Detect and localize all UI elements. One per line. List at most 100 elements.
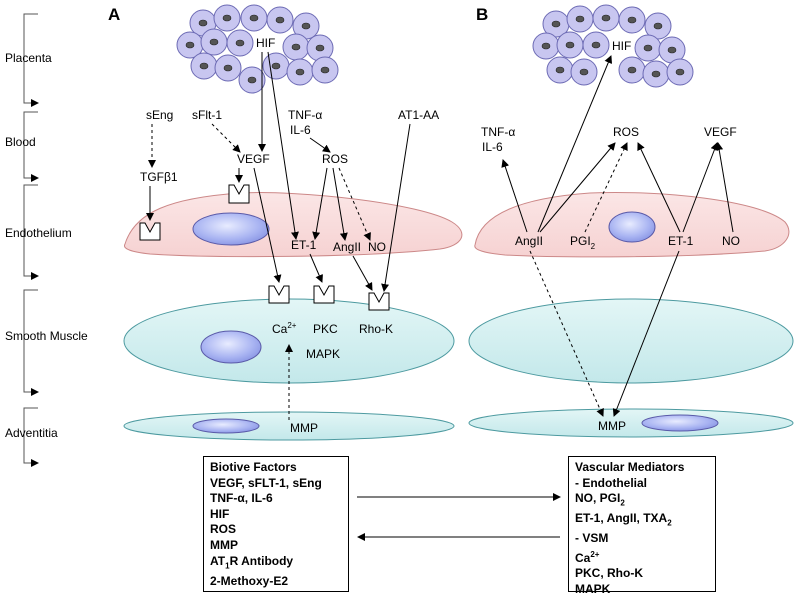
hif-label-b: HIF bbox=[612, 39, 631, 53]
placenta-cell-nucleus bbox=[223, 64, 233, 72]
angii-label-a: AngII bbox=[333, 240, 361, 254]
ros-label-a: ROS bbox=[322, 152, 348, 166]
bioactive-factors-box: Biotive Factors VEGF, sFLT-1, sEng TNF-α… bbox=[203, 456, 349, 592]
placenta-cell-nucleus bbox=[185, 41, 195, 49]
adventitia-a bbox=[123, 411, 455, 441]
placenta-cell-nucleus bbox=[575, 15, 585, 23]
panel-label-b: B bbox=[476, 5, 488, 24]
placenta-cell-nucleus bbox=[565, 41, 575, 49]
il6-label-b: IL-6 bbox=[482, 140, 503, 154]
placenta-cell-nucleus bbox=[675, 68, 685, 76]
vegf-label-b: VEGF bbox=[704, 125, 737, 139]
no-label-b: NO bbox=[722, 234, 740, 248]
placenta-cell-nucleus bbox=[651, 70, 661, 78]
vascular-line-no-pgi2: NO, PGI2 bbox=[575, 491, 625, 508]
receptors-a bbox=[139, 184, 390, 311]
placenta-cell-nucleus bbox=[315, 44, 325, 52]
pkc-label: PKC bbox=[313, 322, 338, 336]
placenta-cell-nucleus bbox=[247, 76, 257, 84]
placenta-cell-nucleus bbox=[591, 41, 601, 49]
hif-label-a: HIF bbox=[256, 36, 275, 50]
placenta-cell-nucleus bbox=[601, 14, 611, 22]
receptor-vegf-sm bbox=[268, 285, 290, 304]
placenta-cell-nucleus bbox=[551, 20, 561, 28]
endothelium-b bbox=[474, 191, 790, 258]
bioactive-line: TNF-α, IL-6 bbox=[210, 491, 273, 506]
layer-label-endothelium: Endothelium bbox=[5, 226, 72, 240]
smooth-muscle-b bbox=[468, 298, 794, 384]
vascular-mediators-box: Vascular Mediators - Endothelial NO, PGI… bbox=[568, 456, 716, 596]
placenta-cell-nucleus bbox=[627, 66, 637, 74]
sflt1-label: sFlt-1 bbox=[192, 108, 222, 122]
receptor-et1-sm bbox=[313, 285, 335, 304]
placenta-cell-nucleus bbox=[643, 44, 653, 52]
placenta-cell-nucleus bbox=[199, 62, 209, 70]
vascular-line-et1-txa2: ET-1, AngII, TXA2 bbox=[575, 511, 672, 528]
adventitia-b bbox=[468, 408, 794, 438]
bioactive-line: ROS bbox=[210, 522, 237, 537]
placenta-cell-nucleus bbox=[301, 22, 311, 30]
angii-label-b: AngII bbox=[515, 234, 543, 248]
il6-label-a: IL-6 bbox=[290, 123, 311, 137]
et1-label-b: ET-1 bbox=[668, 234, 694, 248]
bioactive-line: MMP bbox=[210, 537, 238, 552]
placenta-cell-nucleus bbox=[275, 16, 285, 24]
vascular-line: - Endothelial bbox=[575, 475, 647, 490]
arrows-a bbox=[146, 51, 411, 420]
no-label-a: NO bbox=[368, 240, 386, 254]
placenta-cell-nucleus bbox=[235, 39, 245, 47]
placenta-cell-nucleus bbox=[209, 38, 219, 46]
et1-label-a: ET-1 bbox=[291, 238, 317, 252]
receptor-tgfb bbox=[139, 222, 161, 241]
tgfb1-label: TGFβ1 bbox=[140, 170, 178, 184]
layer-brackets bbox=[23, 13, 39, 467]
vascular-line-calcium: Ca2+ bbox=[575, 549, 600, 565]
vegf-label-a: VEGF bbox=[237, 152, 270, 166]
calcium-label-a: Ca2+ bbox=[272, 321, 297, 336]
vascular-line: MAPK bbox=[575, 581, 611, 596]
box-arrows bbox=[357, 493, 561, 541]
layer-label-adventitia: Adventitia bbox=[5, 426, 58, 440]
placenta-cell-nucleus bbox=[667, 46, 677, 54]
ros-label-b: ROS bbox=[613, 125, 639, 139]
vascular-line: - VSM bbox=[575, 531, 609, 546]
rhok-label: Rho-K bbox=[359, 322, 393, 336]
placenta-cell-nucleus bbox=[295, 68, 305, 76]
placenta-cells-a bbox=[176, 4, 339, 94]
at1aa-label: AT1-AA bbox=[398, 108, 439, 122]
tnf-label-a: TNF-α bbox=[288, 108, 322, 122]
receptor-vegf-endo bbox=[228, 184, 250, 204]
tnf-label-b: TNF-α bbox=[481, 125, 515, 139]
layer-label-blood: Blood bbox=[5, 135, 36, 149]
placenta-cell-nucleus bbox=[627, 16, 637, 24]
seng-label: sEng bbox=[146, 108, 173, 122]
placenta-cell-nucleus bbox=[320, 66, 330, 74]
layer-label-smooth-muscle: Smooth Muscle bbox=[5, 329, 88, 343]
placenta-cell-nucleus bbox=[541, 42, 551, 50]
placenta-cell-nucleus bbox=[222, 14, 232, 22]
bioactive-line: VEGF, sFLT-1, sEng bbox=[210, 475, 322, 490]
vascular-title: Vascular Mediators bbox=[575, 460, 685, 474]
placenta-cell-nucleus bbox=[291, 43, 301, 51]
smooth-muscle-a bbox=[123, 298, 455, 384]
placenta-cell-nucleus bbox=[653, 22, 663, 30]
receptor-rhok-sm bbox=[368, 292, 390, 311]
mapk-label: MAPK bbox=[306, 347, 340, 361]
vascular-line: PKC, Rho-K bbox=[575, 566, 643, 581]
endothelium-a bbox=[123, 192, 463, 258]
panel-label-a: A bbox=[108, 5, 120, 24]
placenta-cell-nucleus bbox=[579, 68, 589, 76]
bioactive-line: HIF bbox=[210, 506, 230, 521]
bioactive-title: Biotive Factors bbox=[210, 460, 297, 474]
mmp-label-b: MMP bbox=[598, 419, 626, 433]
pgi2-label-b: PGI2 bbox=[570, 234, 596, 251]
placenta-cell-nucleus bbox=[198, 19, 208, 27]
arrows-b bbox=[501, 55, 734, 417]
bioactive-line: 2-Methoxy-E2 bbox=[210, 573, 289, 588]
bioactive-line-at1r: AT1R Antibody bbox=[210, 553, 294, 570]
layer-label-placenta: Placenta bbox=[5, 51, 52, 65]
mmp-label-a: MMP bbox=[290, 421, 318, 435]
placenta-cell-nucleus bbox=[249, 14, 259, 22]
